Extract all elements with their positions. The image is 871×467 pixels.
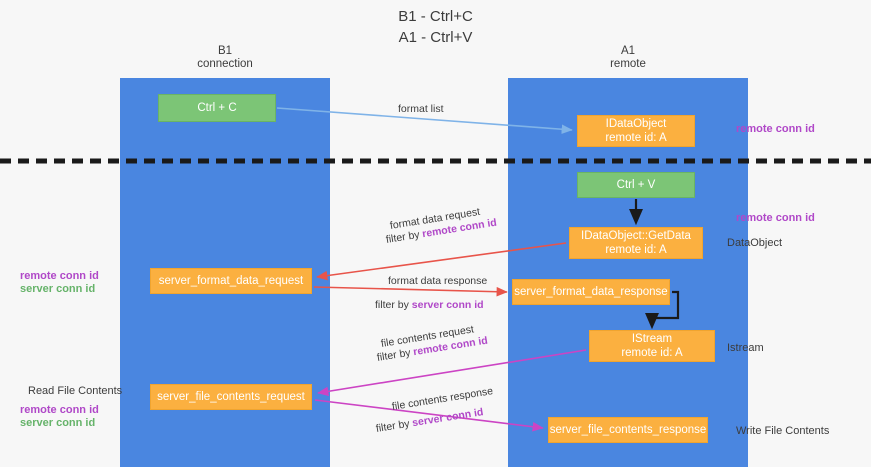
column-header-a1: A1 remote <box>548 45 708 71</box>
node-server-file-contents-request[interactable]: server_file_contents_request <box>150 384 312 410</box>
annotation-left-remote-conn-id: remote conn id <box>20 270 99 282</box>
annotation-dataobject: DataObject <box>727 237 783 249</box>
node-server-format-data-request-label: server_format_data_request <box>158 275 304 287</box>
filter-key-server-conn-id-1: server conn id <box>411 299 484 311</box>
node-server-file-contents-response[interactable]: server_file_contents_response <box>548 417 708 443</box>
node-getdata-line2: remote id: A <box>605 244 667 256</box>
filter-key-server-conn-id-2: server conn id <box>411 406 485 430</box>
node-server-format-data-request[interactable]: server_format_data_request <box>150 268 312 294</box>
column-header-b1-role: connection <box>197 58 253 70</box>
node-ctrl-c[interactable]: Ctrl + C <box>158 94 276 122</box>
edge-label-file-contents-response-filter: filter by server conn id <box>375 406 485 435</box>
column-header-a1-role: remote <box>610 58 646 70</box>
node-ctrl-v-label: Ctrl + V <box>616 179 656 191</box>
node-idataobject-line1: IDataObject <box>605 118 667 130</box>
node-idataobject-getdata[interactable]: IDataObject::GetData remote id: A <box>569 227 703 259</box>
edge-label-format-data-response-filter: filter by server conn id <box>375 299 484 311</box>
annotation-read-file-contents: Read File Contents <box>28 385 123 397</box>
node-ctrl-c-label: Ctrl + C <box>197 102 237 114</box>
page-title: B1 - Ctrl+C A1 - Ctrl+V <box>0 6 871 48</box>
edge-label-format-list: format list <box>398 103 444 115</box>
node-getdata-line1: IDataObject::GetData <box>581 230 691 242</box>
annotation-istream: Istream <box>727 342 764 354</box>
column-header-a1-name: A1 <box>620 45 636 57</box>
node-istream-line2: remote id: A <box>621 347 683 359</box>
annotation-left-server-conn-id: server conn id <box>20 283 96 295</box>
node-server-file-contents-request-label: server_file_contents_request <box>157 391 305 403</box>
node-server-format-data-response[interactable]: server_format_data_response <box>512 279 670 305</box>
annotation-remote-conn-id-top: remote conn id <box>736 123 815 135</box>
node-idataobject[interactable]: IDataObject remote id: A <box>577 115 695 147</box>
edge-label-format-data-response: format data response <box>388 275 488 287</box>
node-istream-line1: IStream <box>631 333 673 345</box>
node-ctrl-v[interactable]: Ctrl + V <box>577 172 695 198</box>
node-idataobject-line2: remote id: A <box>605 132 667 144</box>
node-server-file-contents-response-label: server_file_contents_response <box>549 424 707 436</box>
column-header-b1: B1 connection <box>145 45 305 71</box>
annotation-left-remote-conn-id-2: remote conn id <box>20 404 99 416</box>
page-title-line2: A1 - Ctrl+V <box>398 29 473 46</box>
node-server-format-data-response-label: server_format_data_response <box>514 286 668 298</box>
annotation-left-server-conn-id-2: server conn id <box>20 417 96 429</box>
page-title-line1: B1 - Ctrl+C <box>398 8 473 25</box>
annotation-remote-conn-id-mid: remote conn id <box>736 212 815 224</box>
annotation-write-file-contents: Write File Contents <box>736 425 830 437</box>
column-header-b1-name: B1 <box>217 45 233 57</box>
node-istream[interactable]: IStream remote id: A <box>589 330 715 362</box>
